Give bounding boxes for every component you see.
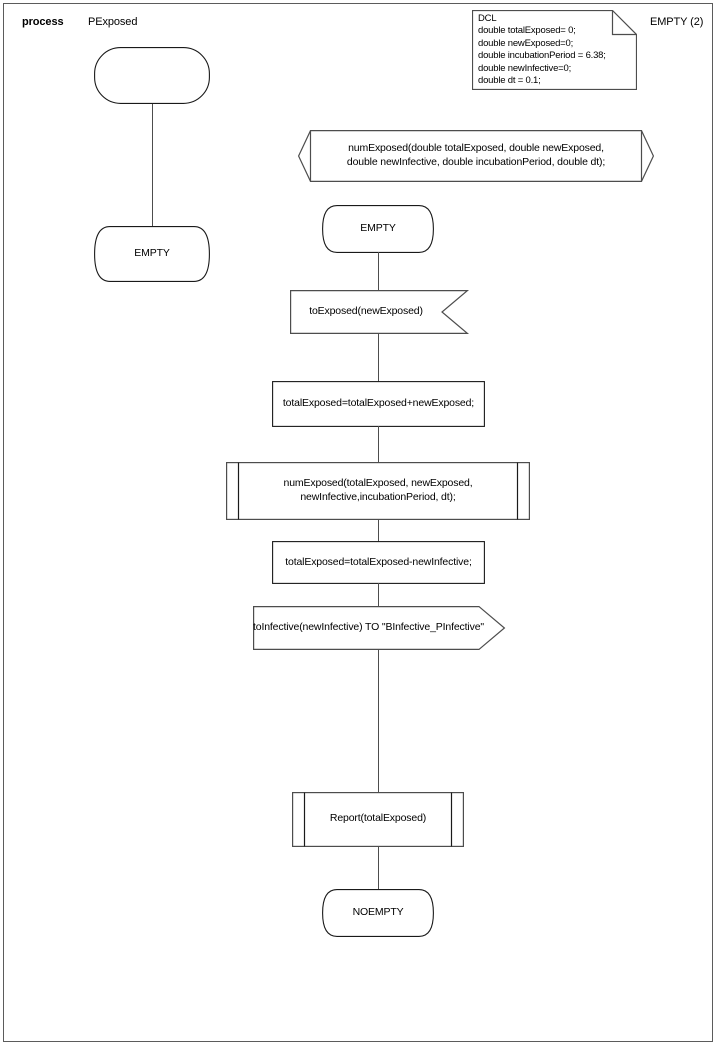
output-symbol-to-infective[interactable]: toInfective(newInfective) TO "BInfective… <box>253 606 506 650</box>
state-empty-main[interactable]: EMPTY <box>322 205 434 253</box>
connector-call1-to-task2 <box>378 519 379 542</box>
declaration-text: DCL double totalExposed= 0; double newEx… <box>478 13 606 87</box>
connector-report-to-noempty <box>378 846 379 890</box>
connector-task1-to-call1 <box>378 426 379 463</box>
state-empty-left[interactable]: EMPTY <box>94 226 210 282</box>
procedure-call-report[interactable]: Report(totalExposed) <box>292 792 465 847</box>
connector-empty-to-input <box>378 252 379 291</box>
connector-task2-to-output <box>378 583 379 607</box>
start-symbol[interactable] <box>94 47 210 104</box>
procedure-declaration-symbol[interactable]: numExposed(double totalExposed, double n… <box>297 130 655 182</box>
connector-input-to-task1 <box>378 333 379 382</box>
state-noempty[interactable]: NOEMPTY <box>322 889 434 937</box>
declaration-text-block: DCL double totalExposed= 0; double newEx… <box>471 9 638 91</box>
procedure-call-num-exposed[interactable]: numExposed(totalExposed, newExposed, new… <box>226 462 530 520</box>
connector-start-to-empty <box>152 104 153 227</box>
connector-output-to-report <box>378 649 379 793</box>
page-title-name: PExposed <box>88 16 138 28</box>
page-number-label: EMPTY (2) <box>650 16 704 28</box>
task-symbol-sub-infective[interactable]: totalExposed=totalExposed-newInfective; <box>272 541 485 584</box>
page-title-kind: process <box>22 16 64 28</box>
task-symbol-add-exposed[interactable]: totalExposed=totalExposed+newExposed; <box>272 381 485 427</box>
input-symbol-to-exposed[interactable]: toExposed(newExposed) <box>290 290 470 334</box>
